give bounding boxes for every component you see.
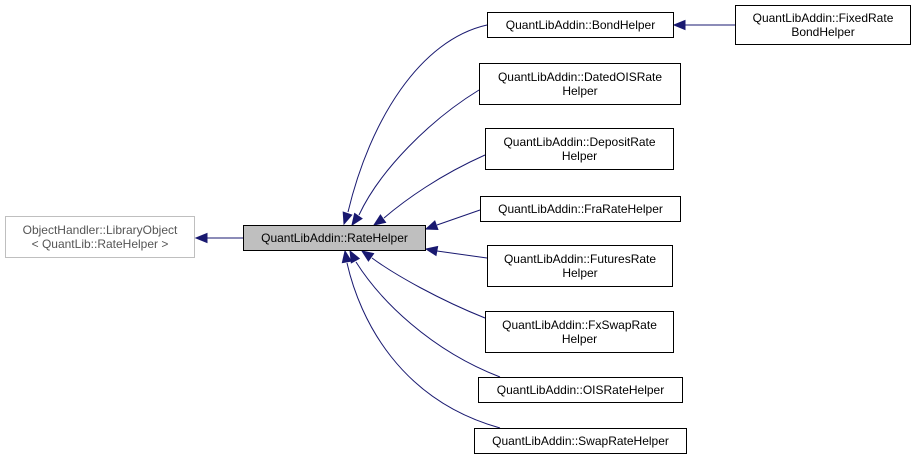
edge-fixed-rate-bond-helper-to-bond-helper-arrowhead bbox=[672, 19, 686, 31]
node-library-object-line-1: ObjectHandler::LibraryObject bbox=[22, 223, 178, 237]
node-futures-rate-helper-line-1: QuantLibAddin::FuturesRate bbox=[503, 252, 657, 266]
node-futures-rate-helper[interactable]: QuantLibAddin::FuturesRate Helper bbox=[487, 245, 673, 287]
edge-futures-rate-helper-to-rate-helper-arrowhead bbox=[424, 245, 439, 257]
node-fx-swap-rate-helper[interactable]: QuantLibAddin::FxSwapRate Helper bbox=[485, 311, 674, 353]
edge-dated-ois-rate-helper-to-rate-helper bbox=[358, 89, 480, 216]
node-fx-swap-rate-helper-line-1: QuantLibAddin::FxSwapRate bbox=[502, 318, 657, 332]
edge-dated-ois-rate-helper-to-rate-helper-arrowhead bbox=[351, 212, 363, 227]
node-library-object[interactable]: ObjectHandler::LibraryObject < QuantLib:… bbox=[5, 216, 195, 258]
edge-fx-swap-rate-helper-to-rate-helper-arrowhead bbox=[360, 250, 375, 262]
node-deposit-rate-helper[interactable]: QuantLibAddin::DepositRate Helper bbox=[485, 128, 674, 170]
node-swap-rate-helper[interactable]: QuantLibAddin::SwapRateHelper bbox=[474, 428, 687, 454]
node-fixed-rate-bond-helper[interactable]: QuantLibAddin::FixedRate BondHelper bbox=[735, 5, 911, 45]
node-rate-helper[interactable]: QuantLibAddin::RateHelper bbox=[243, 225, 426, 251]
node-bond-helper[interactable]: QuantLibAddin::BondHelper bbox=[487, 12, 674, 38]
edge-bond-helper-to-rate-helper bbox=[347, 24, 488, 213]
edge-swap-rate-helper-to-rate-helper bbox=[346, 262, 501, 429]
edge-fra-rate-helper-to-rate-helper-arrowhead bbox=[424, 220, 439, 230]
edge-ois-rate-helper-to-rate-helper-arrowhead bbox=[349, 249, 361, 264]
node-bond-helper-line-1: QuantLibAddin::BondHelper bbox=[505, 18, 656, 32]
node-fixed-rate-bond-helper-line-1: QuantLibAddin::FixedRate bbox=[752, 11, 894, 25]
node-ois-rate-helper-line-1: QuantLibAddin::OISRateHelper bbox=[496, 383, 665, 397]
edge-futures-rate-helper-to-rate-helper bbox=[436, 250, 488, 259]
node-fixed-rate-bond-helper-line-2: BondHelper bbox=[791, 25, 855, 39]
edge-ois-rate-helper-to-rate-helper bbox=[355, 261, 501, 378]
node-dated-ois-rate-helper-line-1: QuantLibAddin::DatedOISRate bbox=[497, 70, 663, 84]
edge-fx-swap-rate-helper-to-rate-helper bbox=[371, 257, 486, 319]
edge-swap-rate-helper-to-rate-helper-arrowhead bbox=[341, 249, 353, 264]
node-deposit-rate-helper-line-1: QuantLibAddin::DepositRate bbox=[503, 135, 656, 149]
node-library-object-line-2: < QuantLib::RateHelper > bbox=[31, 237, 169, 251]
node-fra-rate-helper-line-1: QuantLibAddin::FraRateHelper bbox=[498, 202, 663, 216]
node-futures-rate-helper-line-2: Helper bbox=[562, 266, 598, 280]
node-deposit-rate-helper-line-2: Helper bbox=[561, 149, 598, 163]
node-dated-ois-rate-helper[interactable]: QuantLibAddin::DatedOISRate Helper bbox=[479, 63, 681, 105]
edge-rate-helper-to-library-object-arrowhead bbox=[194, 232, 208, 244]
edge-deposit-rate-helper-to-rate-helper-arrowhead bbox=[372, 214, 387, 226]
node-dated-ois-rate-helper-line-2: Helper bbox=[562, 84, 598, 98]
node-swap-rate-helper-line-1: QuantLibAddin::SwapRateHelper bbox=[492, 434, 669, 448]
node-fx-swap-rate-helper-line-2: Helper bbox=[561, 332, 598, 346]
node-rate-helper-line-1: QuantLibAddin::RateHelper bbox=[261, 231, 408, 245]
node-fra-rate-helper[interactable]: QuantLibAddin::FraRateHelper bbox=[480, 196, 681, 222]
edge-deposit-rate-helper-to-rate-helper bbox=[383, 154, 486, 219]
node-ois-rate-helper[interactable]: QuantLibAddin::OISRateHelper bbox=[478, 377, 683, 403]
edge-bond-helper-to-rate-helper-arrowhead bbox=[342, 211, 353, 226]
edge-fra-rate-helper-to-rate-helper bbox=[436, 209, 481, 226]
